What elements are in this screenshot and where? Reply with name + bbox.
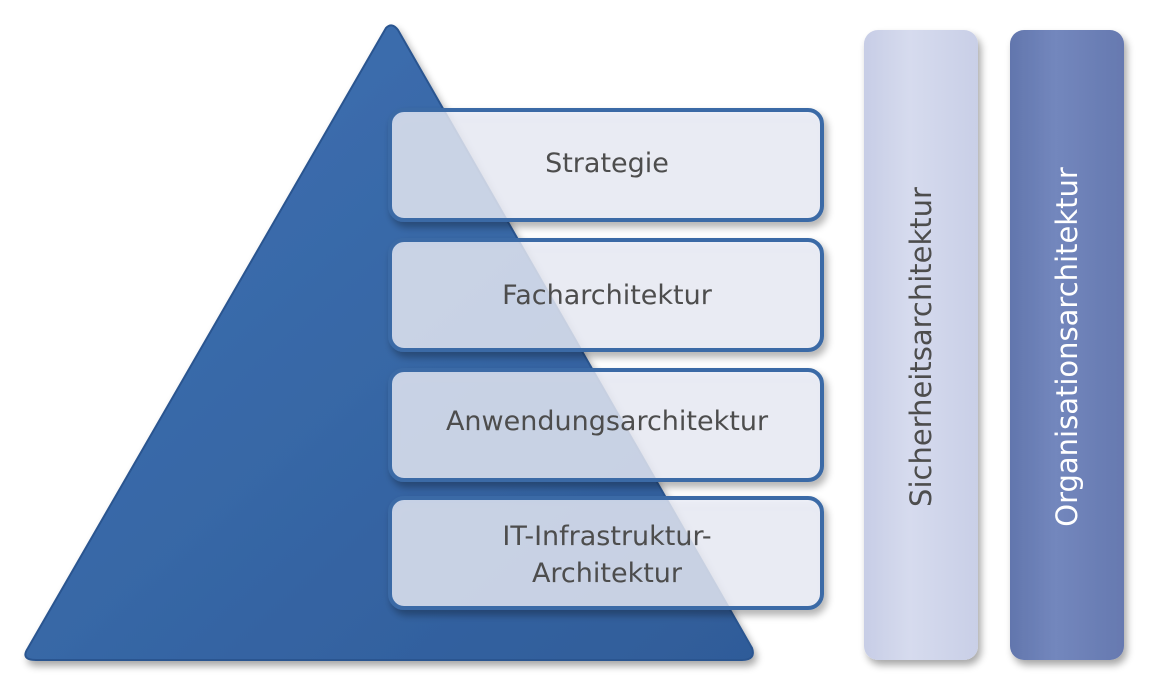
pillar-organisationsarchitektur (1010, 30, 1124, 660)
pillar-sicherheitsarchitektur (864, 30, 978, 660)
layer-box-facharchitektur (388, 238, 824, 352)
layer-box-it-infrastruktur (388, 496, 824, 610)
layer-box-strategie (388, 108, 824, 222)
layer-box-anwendungsarchitektur (388, 368, 824, 482)
